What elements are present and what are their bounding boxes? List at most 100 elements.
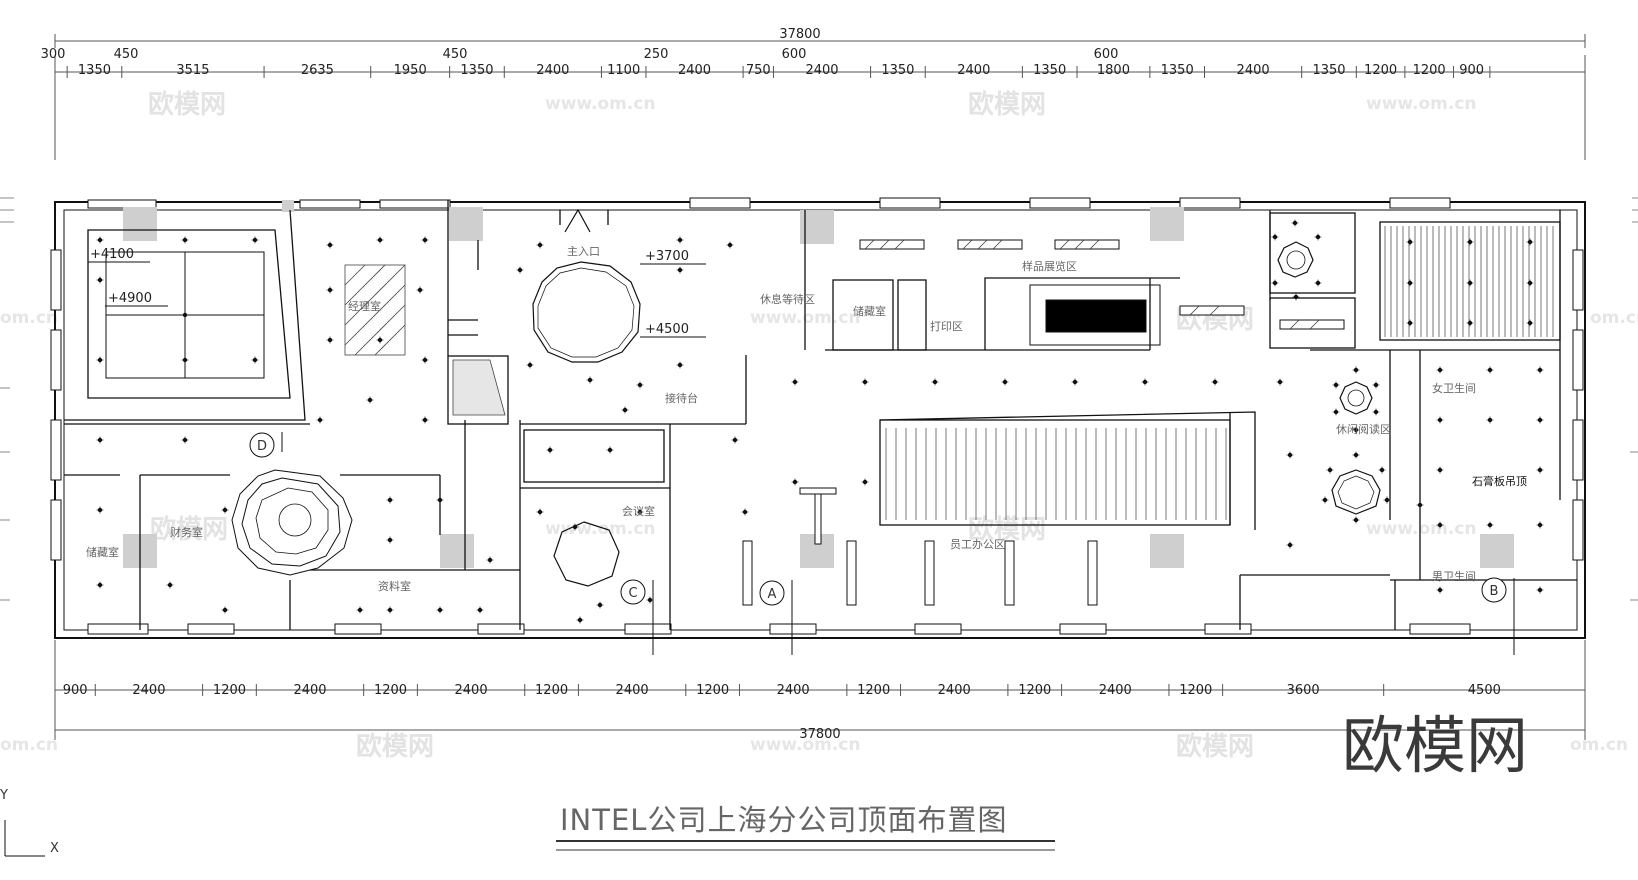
watermark-url: www.om.cn — [545, 94, 656, 114]
watermark-cn: 欧模网 — [968, 89, 1046, 120]
top-upper-label: 600 — [782, 47, 807, 62]
wall-windows — [50, 197, 1584, 635]
watermark-url: www.om.cn — [1366, 94, 1477, 114]
structural-columns — [123, 200, 1514, 568]
top-upper-label: 300 — [41, 47, 66, 62]
bottom-dimension-label: 2400 — [616, 683, 649, 698]
top-dimension-label: 2635 — [301, 63, 334, 78]
section-markers — [249, 432, 1515, 655]
top-upper-label: 250 — [644, 47, 669, 62]
display-case-hatches — [864, 239, 1320, 330]
bottom-dimension-label: 1200 — [535, 683, 568, 698]
top-dimension-label: 900 — [1459, 63, 1484, 78]
drawing-title: INTEL公司上海分公司顶面布置图 — [560, 803, 1007, 837]
bottom-dimension-label: 1200 — [1018, 683, 1051, 698]
watermark-url: www.om.cn — [545, 519, 656, 539]
ucs-icon — [4, 820, 45, 857]
top-dimension-label: 1350 — [78, 63, 111, 78]
watermark-url: www.om.cn — [1366, 519, 1477, 539]
title-underline — [556, 840, 1055, 851]
top-dimension-label: 2400 — [678, 63, 711, 78]
room-label-archive: 资料室 — [378, 579, 411, 593]
ucs-y-label: Y — [0, 788, 8, 803]
bottom-dimension-label: 2400 — [293, 683, 326, 698]
watermark-url: om.cn — [0, 308, 58, 328]
room-label-gypsum: 石膏板吊顶 — [1472, 474, 1527, 488]
ucs-x-label: X — [50, 841, 59, 856]
top-dimension-label: 1950 — [394, 63, 427, 78]
top-upper-label: 450 — [114, 47, 139, 62]
top-dimension-label: 750 — [746, 63, 771, 78]
top-dimension-label: 1350 — [881, 63, 914, 78]
bottom-dimension-label: 1200 — [857, 683, 890, 698]
room-label-women-wc: 女卫生间 — [1432, 381, 1476, 395]
watermark-url: om.cn — [1570, 735, 1628, 755]
top-dimension-label: 1200 — [1364, 63, 1397, 78]
top-dimension-label: 1100 — [607, 63, 640, 78]
room-label-storage-2: 储藏室 — [86, 545, 119, 559]
top-dimension-label: 2400 — [1237, 63, 1270, 78]
bottom-dimension-label: 1200 — [1179, 683, 1212, 698]
bottom-dimension-label: 1200 — [696, 683, 729, 698]
hatched-areas — [344, 264, 506, 416]
top-upper-dimension-labels: 300 450 450 250 600 600 — [41, 47, 1119, 62]
top-upper-label: 600 — [1094, 47, 1119, 62]
display-cases — [742, 239, 1345, 606]
level-3700: +3700 — [645, 249, 689, 264]
room-label-print: 打印区 — [930, 319, 963, 333]
top-dimension-label: 1350 — [460, 63, 493, 78]
level-4100: +4100 — [90, 247, 134, 262]
section-tag-d: D — [257, 439, 267, 454]
top-dimension-lines — [54, 34, 1586, 160]
watermark-cn: 欧模网 — [968, 514, 1046, 545]
watermark-url: om.cn — [1590, 308, 1638, 328]
top-dimension-label: 2400 — [805, 63, 838, 78]
room-label-meeting: 会议室 — [622, 504, 655, 518]
top-dimension-label: 1800 — [1097, 63, 1130, 78]
watermark-layer: 欧模网 www.om.cn 欧模网 www.om.cn om.cn www.om… — [0, 89, 1638, 762]
left-margin-ticks — [0, 197, 1638, 601]
bottom-dimension-label: 2400 — [938, 683, 971, 698]
top-dimension-label: 1350 — [1161, 63, 1194, 78]
top-dimension-label: 1200 — [1413, 63, 1446, 78]
top-lower-dimension-labels: 1350 3515 2635 1950 1350 2400 1100 2400 750 2400 1… — [78, 63, 1484, 78]
section-tag-b: B — [1490, 584, 1499, 599]
watermark-cn: 欧模网 — [356, 731, 434, 762]
room-label-finance: 财务室 — [170, 525, 203, 539]
top-dimension-label: 2400 — [957, 63, 990, 78]
section-marker-labels: A B C D — [257, 439, 1498, 602]
section-tag-c: C — [628, 586, 637, 601]
top-dimension-label: 1350 — [1033, 63, 1066, 78]
bottom-dimension-label: 4500 — [1468, 683, 1501, 698]
interior-walls — [64, 200, 1577, 630]
watermark-cn: 欧模网 — [1176, 731, 1254, 762]
room-label-manager: 经理室 — [348, 299, 381, 313]
bottom-dimension-label: 1200 — [374, 683, 407, 698]
bottom-dimension-ticks — [54, 684, 1586, 696]
top-dimension-label: 2400 — [536, 63, 569, 78]
top-dimension-label: 3515 — [176, 63, 209, 78]
bottom-dimension-label: 2400 — [455, 683, 488, 698]
room-labels: 主入口 休息等待区 储藏室 打印区 样品展览区 接待台 会议室 财务室 储藏室 … — [86, 245, 1527, 593]
watermark-url: om.cn — [0, 735, 58, 755]
room-label-storage: 储藏室 — [853, 304, 886, 318]
room-label-reading: 休闲阅读区 — [1336, 422, 1391, 436]
section-tag-a: A — [768, 587, 777, 602]
ceiling-slats — [1384, 226, 1554, 337]
bottom-dimension-label: 3600 — [1287, 683, 1320, 698]
top-dimension-label: 1350 — [1312, 63, 1345, 78]
bottom-total-dimension: 37800 — [799, 727, 840, 742]
site-logo: 欧模网 — [1342, 709, 1528, 782]
room-label-main-entrance: 主入口 — [567, 245, 600, 258]
bottom-dimension-label: 1200 — [213, 683, 246, 698]
room-label-men-wc: 男卫生间 — [1432, 569, 1476, 583]
level-4500: +4500 — [645, 322, 689, 337]
ceiling-downlights — [96, 219, 1544, 624]
room-label-staff-office: 员工办公区 — [950, 538, 1005, 551]
top-upper-label: 450 — [443, 47, 468, 62]
bottom-dimension-label: 2400 — [132, 683, 165, 698]
top-total-dimension: 37800 — [779, 27, 820, 42]
watermark-cn: 欧模网 — [150, 514, 228, 545]
